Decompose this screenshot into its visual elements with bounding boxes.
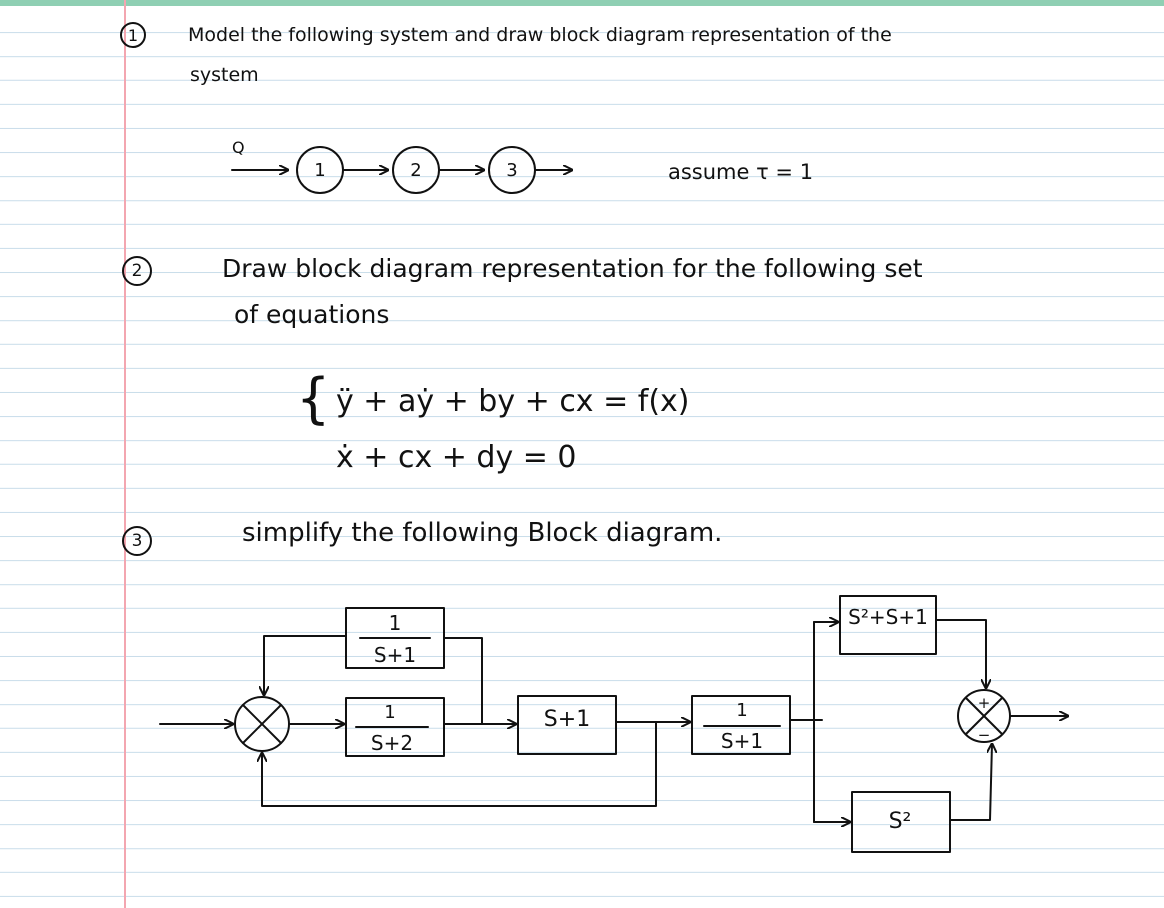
- top-accent-bar: [0, 0, 1164, 6]
- sum-2-minus-sign: −: [978, 726, 991, 744]
- block-g3-label: S+1: [544, 707, 590, 732]
- block-g6-label: S²: [889, 809, 912, 834]
- margin-line: [124, 0, 126, 908]
- problem-3-statement: simplify the following Block diagram.: [242, 518, 723, 548]
- sum-2-plus-sign: +: [978, 694, 991, 712]
- block-g2-numerator: 1: [384, 702, 395, 723]
- flow-input-label: Q: [232, 138, 245, 157]
- problem-1-statement-line-1: Model the following system and draw bloc…: [188, 24, 892, 46]
- feedback-top-path: [264, 635, 347, 696]
- wire-g1-output: [443, 637, 483, 725]
- block-g4-numerator: 1: [736, 700, 747, 721]
- flow-node-3-label: 3: [506, 159, 518, 181]
- block-g2: [345, 697, 445, 757]
- block-g4: [691, 695, 791, 755]
- flow-node-2-label: 2: [410, 159, 422, 181]
- block-g2-denominator: S+2: [371, 731, 413, 755]
- flow-assumption: assume τ = 1: [668, 160, 814, 184]
- wire-g6-to-sum2: [949, 744, 992, 821]
- problem-2-statement-line-1: Draw block diagram representation for th…: [222, 254, 923, 283]
- problem-number-2: 2: [122, 256, 152, 286]
- problem-2-statement-line-2: of equations: [234, 300, 390, 329]
- block-g6: [851, 791, 951, 853]
- flow-node-1-label: 1: [314, 159, 326, 181]
- problem-number-1: 1: [120, 22, 146, 48]
- problem-number-3: 3: [122, 526, 152, 556]
- block-g5: [839, 595, 937, 655]
- block-g1-numerator: 1: [389, 611, 402, 635]
- block-g4-denominator: S+1: [721, 729, 763, 753]
- feedback-bottom-path: [262, 721, 657, 807]
- block-g3: [517, 695, 617, 755]
- block-g5-label: S²+S+1: [848, 605, 928, 629]
- equation-brace: {: [296, 367, 331, 430]
- summing-junction-1: [234, 696, 290, 752]
- wire-g5-to-sum2: [935, 619, 986, 689]
- block-g1-denominator: S+1: [374, 643, 416, 667]
- equation-2: ẋ + cx + dy = 0: [336, 440, 577, 475]
- problem-1-statement-line-2: system: [190, 64, 259, 86]
- equation-1: ÿ + aẏ + by + cx = f(x): [336, 384, 690, 419]
